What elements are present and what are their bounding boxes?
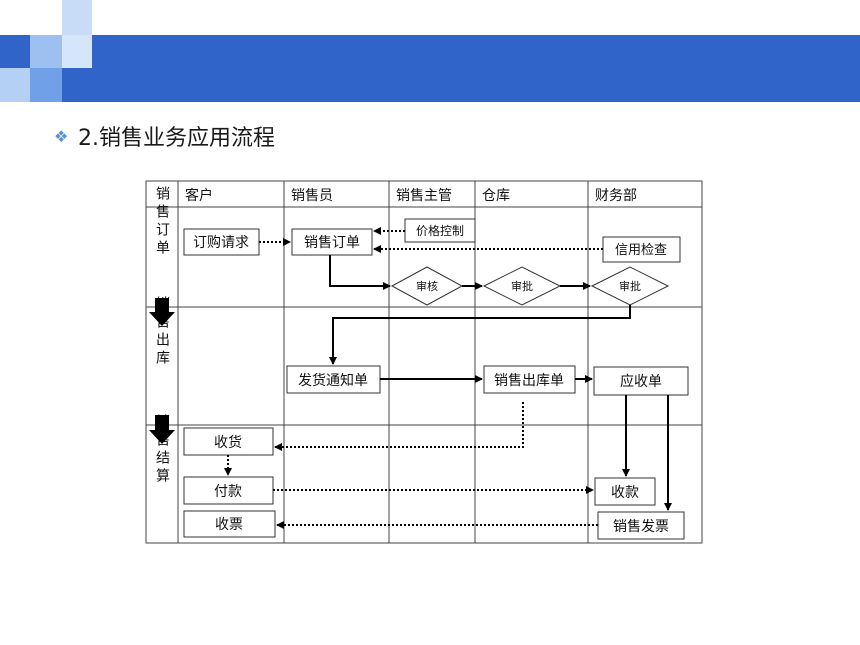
box-payment [183, 476, 274, 505]
slide-title: 2.销售业务应用流程 [78, 126, 275, 151]
label-credit-check: 信用检查 [615, 243, 667, 258]
diamond-approve-finance [590, 266, 670, 306]
header-square-mid [30, 35, 62, 68]
label-sales-order: 销售订单 [304, 235, 360, 251]
column-header-customer: 客户 [185, 187, 213, 204]
label-receivable: 应收单 [620, 373, 662, 390]
label-receive-goods: 收货 [214, 434, 242, 451]
box-sales-order [291, 228, 373, 256]
label-price-control: 价格控制 [416, 223, 464, 238]
label-payment: 付款 [214, 484, 242, 500]
decision-diamonds [390, 266, 670, 306]
phase-arrow-down-icon [149, 415, 175, 444]
label-review: 审核 [416, 279, 438, 293]
box-outbound [483, 365, 576, 394]
label-ship-notice: 发货通知单 [298, 372, 368, 389]
flow-order-to-review [329, 255, 391, 290]
slide-title-row: ❖ 2.销售业务应用流程 [54, 120, 275, 152]
header-square-light-3 [0, 68, 30, 102]
header-square-light-1 [62, 0, 92, 35]
solid-flow-arrows [329, 255, 672, 511]
dotted-flow-arrows [224, 227, 603, 529]
label-order-request: 订购请求 [193, 235, 249, 251]
label-approve-finance: 审批 [619, 279, 641, 293]
label-collect: 收款 [611, 485, 639, 501]
label-approve-manager: 审批 [511, 279, 533, 293]
label-outbound: 销售出库单 [494, 373, 564, 389]
label-sales-invoice: 销售发票 [613, 519, 669, 535]
flow-outbound-to-receive [274, 402, 524, 451]
box-sales-invoice [597, 511, 685, 540]
header-square-mid-2 [30, 68, 62, 102]
column-header-finance: 财务部 [595, 188, 637, 204]
box-ship-notice [286, 365, 381, 394]
box-credit-check [602, 236, 681, 263]
box-receive-goods [183, 427, 274, 456]
grid-outer [145, 180, 703, 544]
box-collect [594, 477, 656, 506]
column-header-sales-manager: 销售主管 [396, 188, 452, 204]
column-header-salesperson: 销售员 [291, 188, 333, 204]
box-receive-invoice [183, 510, 276, 538]
header-band [0, 35, 860, 102]
flow-approve-to-ship [329, 305, 631, 365]
phase-arrow-down-icon [149, 298, 175, 326]
header-square-light-2 [62, 35, 92, 68]
column-header-warehouse: 仓库 [482, 188, 510, 204]
label-receive-invoice: 收票 [215, 517, 243, 533]
phase-label-sales-order: 销售订单 [154, 186, 170, 258]
box-receivable [593, 366, 689, 396]
diamond-bullet-icon: ❖ [54, 126, 69, 146]
